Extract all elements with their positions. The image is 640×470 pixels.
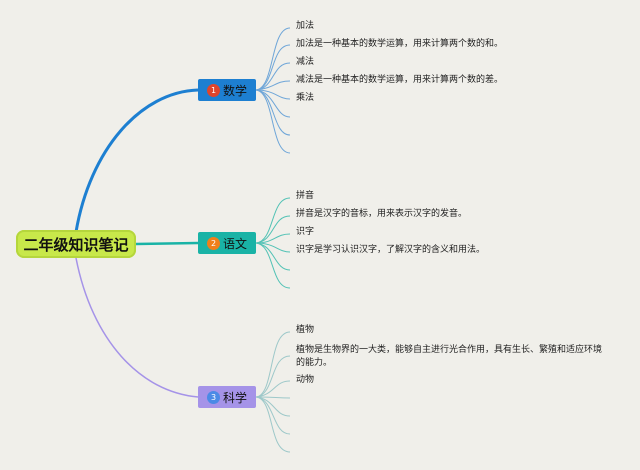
branch-science-label: 科学 — [222, 390, 247, 405]
root-topic[interactable]: 二年级知识笔记 — [16, 230, 136, 258]
number-3-icon: 3 — [206, 390, 220, 404]
chinese-leaf-connectors — [255, 197, 291, 289]
math-leaf-subtraction[interactable]: 减法 — [296, 57, 315, 67]
math-leaf-multiplication[interactable]: 乘法 — [296, 93, 315, 103]
number-1-icon: 1 — [206, 83, 220, 97]
number-2-icon: 2 — [206, 236, 220, 250]
branch-chinese[interactable]: 2 语文 — [198, 232, 256, 254]
math-leaf-addition[interactable]: 加法 — [296, 21, 315, 31]
math-leaf-subtraction-desc[interactable]: 减法是一种基本的数学运算，用来计算两个数的差。 — [296, 75, 504, 85]
branch-science[interactable]: 3 科学 — [198, 386, 256, 408]
chinese-leaf-pinyin-desc[interactable]: 拼音是汉字的音标，用来表示汉字的发音。 — [296, 209, 468, 219]
chinese-leaf-pinyin[interactable]: 拼音 — [296, 191, 315, 201]
science-leaf-connectors — [255, 331, 291, 453]
branch-chinese-label: 语文 — [222, 236, 247, 251]
root-to-chinese-connector — [135, 241, 199, 246]
chinese-leaf-literacy[interactable]: 识字 — [296, 227, 315, 237]
root-topic-label: 二年级知识笔记 — [23, 235, 129, 254]
root-to-science-connector — [75, 257, 199, 398]
science-leaf-plants[interactable]: 植物 — [296, 325, 315, 335]
math-leaf-connectors — [255, 27, 291, 154]
root-to-math-connector — [74, 88, 199, 233]
math-leaf-addition-desc[interactable]: 加法是一种基本的数学运算，用来计算两个数的和。 — [296, 39, 504, 49]
branch-math[interactable]: 1 数学 — [198, 79, 256, 101]
branch-math-label: 数学 — [222, 83, 247, 98]
chinese-leaf-literacy-desc[interactable]: 识字是学习认识汉字，了解汉字的含义和用法。 — [296, 245, 486, 255]
science-leaf-plants-desc[interactable]: 植物是生物界的一大类，能够自主进行光合作用，具有生长、繁殖和适应环境的能力。 — [296, 345, 603, 368]
science-leaf-animals[interactable]: 动物 — [296, 375, 315, 385]
